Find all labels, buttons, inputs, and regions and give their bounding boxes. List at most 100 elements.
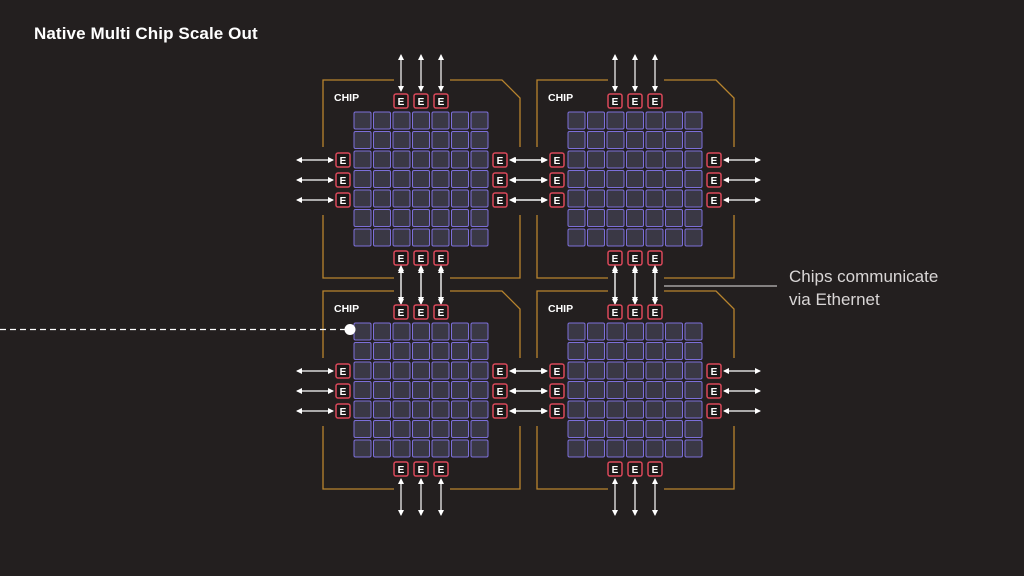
core-tile [373,170,391,188]
ethernet-port-label: E [398,97,405,108]
ethernet-port-icon [393,461,409,477]
ethernet-port-icon [492,363,508,379]
ethernet-port: E [607,93,623,109]
core-tile [684,322,703,341]
callout-line-2: via Ethernet [789,290,880,309]
ethernet-port: E [549,152,565,168]
core-tile [587,400,605,419]
ethernet-port-label: E [554,196,561,207]
core-tile [470,189,489,208]
core-grid [353,111,489,247]
ethernet-port-label: E [398,254,405,265]
core-tile [451,131,469,149]
core-tile [353,111,372,130]
core-tile [353,439,372,458]
core-tile [606,439,625,458]
core-tile [665,439,683,458]
ethernet-port-label: E [554,387,561,398]
ethernet-port-label: E [632,254,639,265]
core-tile [567,420,586,438]
ethernet-port-label: E [340,367,347,378]
ethernet-port-icon [549,152,565,168]
ethernet-port-icon [549,383,565,399]
ethernet-port-label: E [652,465,659,476]
ethernet-port: E [706,152,722,168]
core-tile [451,361,469,380]
core-tile [431,400,450,419]
core-tile [373,189,391,208]
core-grid [567,322,703,458]
ethernet-port-icon [647,93,663,109]
chip-frame-corner [536,426,608,490]
ethernet-port-label: E [418,308,425,319]
ethernet-port: E [492,152,508,168]
ethernet-port-icon [335,192,351,208]
core-tile [665,131,683,149]
core-tile [412,209,430,227]
core-tile [470,228,489,247]
core-tile [587,170,605,188]
core-tile [645,111,664,130]
core-tile [645,361,664,380]
core-tile [587,150,605,169]
ethernet-port: E [706,172,722,188]
core-tile [392,228,411,247]
ethernet-port-icon [607,304,623,320]
core-tile [412,342,430,360]
core-tile [451,150,469,169]
core-tile [587,189,605,208]
chip-frame-corner [322,426,394,490]
core-tile [470,111,489,130]
ethernet-port-label: E [418,254,425,265]
core-tile [684,150,703,169]
ethernet-port-label: E [497,387,504,398]
core-tile [645,381,664,399]
ethernet-port-label: E [652,308,659,319]
chip-frame-corner [322,79,394,147]
ethernet-port: E [549,383,565,399]
core-tile [665,400,683,419]
core-tile [353,228,372,247]
core-tile [684,420,703,438]
core-tile [684,228,703,247]
ethernet-port-icon [549,172,565,188]
chip-frame-corner [450,79,521,147]
core-tile [412,111,430,130]
ethernet-port-label: E [497,156,504,167]
callout-line-1: Chips communicate [789,267,939,286]
core-tile [373,342,391,360]
core-tile [412,150,430,169]
core-tile [684,111,703,130]
core-tile [412,189,430,208]
core-tile [470,420,489,438]
ethernet-port: E [492,383,508,399]
ethernet-port-icon [335,172,351,188]
core-tile [431,111,450,130]
core-tile [353,209,372,227]
core-tile [392,209,411,227]
core-tile [567,361,586,380]
core-tile [353,131,372,149]
ethernet-port: E [706,383,722,399]
core-tile [626,189,644,208]
ethernet-port: E [607,461,623,477]
core-tile [392,131,411,149]
core-tile [626,209,644,227]
core-tile [412,131,430,149]
core-tile [431,322,450,341]
ethernet-port-icon [549,192,565,208]
core-tile [645,189,664,208]
ethernet-port-icon [413,461,429,477]
ethernet-port-icon [492,192,508,208]
chip-frame-corner [322,290,394,358]
core-tile [665,342,683,360]
core-tile [451,228,469,247]
page-title: Native Multi Chip Scale Out [34,24,258,43]
core-tile [431,381,450,399]
ethernet-port-icon [627,304,643,320]
ethernet-port-icon [647,461,663,477]
ethernet-port-label: E [398,465,405,476]
